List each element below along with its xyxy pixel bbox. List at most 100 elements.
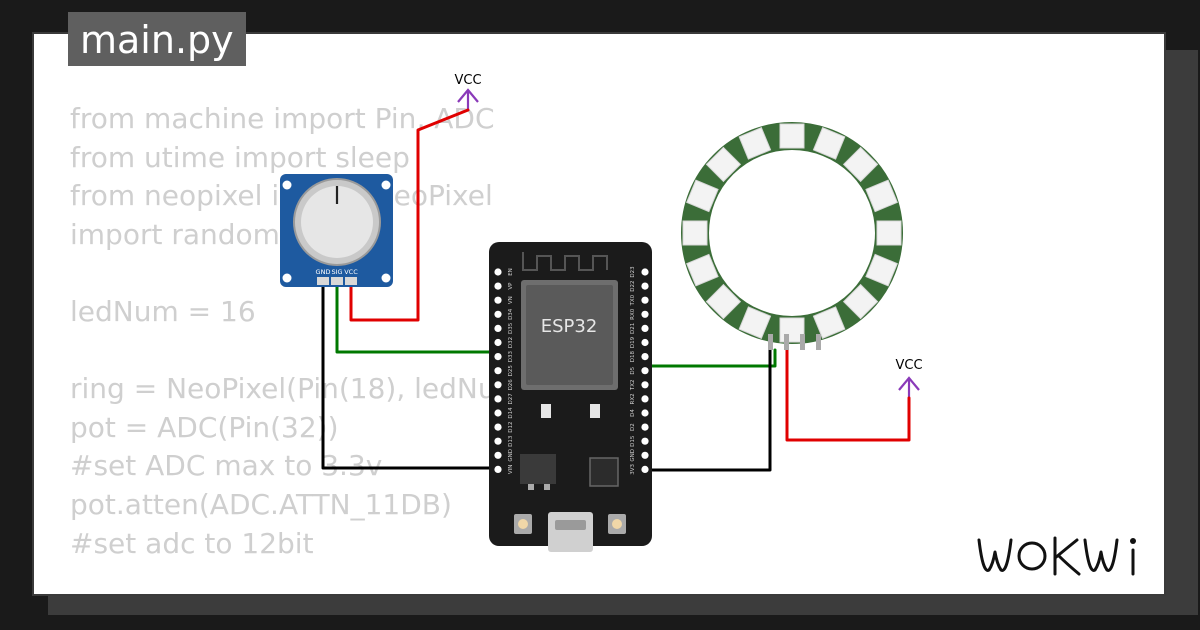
esp32-pin-hole[interactable] (641, 268, 649, 276)
esp32-pin-hole[interactable] (641, 282, 649, 290)
code-preview: from machine import Pin, ADC from utime i… (70, 100, 534, 563)
esp32-board[interactable]: ESP32 ENVPVND34D35D32D33D25D26D27D14D12D… (489, 242, 652, 552)
esp32-pin-label: D26 (508, 379, 514, 391)
esp32-pin-label: D4 (630, 409, 636, 417)
esp32-pin-hole[interactable] (494, 395, 502, 403)
esp32-pin-label: D13 (508, 435, 514, 447)
pot-pin-vcc: VCC (344, 268, 358, 276)
esp32-pin-label: D25 (508, 365, 514, 377)
ring-led-pixel (865, 253, 898, 287)
esp32-pin-hole[interactable] (494, 409, 502, 417)
ring-led-pixel (876, 220, 902, 246)
esp32-antenna (522, 252, 608, 271)
esp32-pin-hole[interactable] (641, 451, 649, 459)
esp32-pin-hole[interactable] (494, 296, 502, 304)
ring-led-group (682, 123, 902, 343)
esp32-pin-label: D14 (508, 407, 514, 419)
code-line: #set ADC max to 3.3v (70, 449, 383, 483)
wire-pot-vcc (349, 108, 470, 322)
esp32-pin-label: 3V3 (630, 464, 636, 475)
code-line: ledNum = 16 (70, 294, 256, 328)
esp32-pin-label: D34 (508, 308, 514, 320)
wokwi-logo[interactable] (975, 530, 1150, 580)
esp32-pin-hole[interactable] (494, 381, 502, 389)
esp32-pin-label: D19 (630, 336, 636, 348)
esp32-right-pin-header: D23D22TX0RX0D21D19D18D5TX2RX2D4D2D15GND3… (630, 266, 649, 475)
ring-led-pixel (812, 127, 846, 160)
esp32-pin-hole[interactable] (641, 296, 649, 304)
esp32-pin-hole[interactable] (494, 310, 502, 318)
ring-led-pixel (842, 146, 879, 183)
ring-led-pixel (686, 179, 719, 213)
esp32-left-pin-header: ENVPVND34D35D32D33D25D26D27D14D12D13GNDV… (494, 268, 514, 474)
esp32-pin-hole[interactable] (494, 465, 502, 473)
esp32-pin-hole[interactable] (641, 310, 649, 318)
code-line: pot.atten(ADC.ATTN_11DB) (70, 487, 452, 521)
esp32-pin-label: D32 (508, 337, 514, 348)
esp32-pin-hole[interactable] (641, 381, 649, 389)
vcc-symbol-ring: VCC (895, 358, 923, 398)
code-line: import random (70, 217, 280, 251)
esp32-pin-hole[interactable] (494, 451, 502, 459)
wire-pot-sig (335, 282, 500, 354)
esp32-pin-label: VN (508, 296, 514, 304)
esp32-pin-hole[interactable] (494, 353, 502, 361)
esp32-pin-hole[interactable] (641, 395, 649, 403)
esp32-pin-hole[interactable] (641, 353, 649, 361)
ring-led-pixel (705, 146, 742, 183)
esp32-pin-hole[interactable] (641, 338, 649, 347)
esp32-pin-label: EN (508, 268, 514, 276)
wire-ring-data (644, 348, 777, 368)
potentiometer[interactable]: GND SIG VCC (280, 174, 393, 287)
esp32-pin-hole[interactable] (641, 367, 649, 375)
vcc-symbol-pot: VCC (454, 73, 482, 110)
esp32-pin-hole[interactable] (641, 437, 649, 445)
esp32-pin-label: D35 (508, 322, 514, 334)
esp32-pin-label: D2 (630, 423, 636, 431)
esp32-pin-label: TX0 (630, 294, 636, 306)
ring-led-pixel (738, 127, 772, 160)
esp32-pin-hole[interactable] (494, 268, 502, 276)
esp32-pin-label: D22 (630, 280, 636, 291)
esp32-pin-label: RX0 (630, 308, 636, 320)
ring-led-pixel (812, 306, 846, 339)
esp32-pin-hole[interactable] (494, 338, 502, 347)
esp32-pin-hole[interactable] (641, 423, 649, 431)
neopixel-ring[interactable] (681, 122, 903, 350)
esp32-pin-label: VIN (508, 465, 514, 475)
esp32-pin-hole[interactable] (641, 465, 649, 473)
esp32-pin-label: D21 (630, 323, 636, 334)
ring-led-pixel (682, 220, 708, 246)
esp32-pin-hole[interactable] (494, 282, 502, 290)
ring-led-pixel (865, 179, 898, 213)
esp32-pin-label: VP (508, 282, 514, 290)
pot-pin-sig: SIG (331, 268, 342, 276)
wire-ring-vcc (785, 348, 911, 442)
esp32-pin-label: D5 (630, 366, 636, 374)
esp32-pin-label: D12 (508, 421, 514, 432)
wire-pot-gnd (321, 282, 500, 470)
ring-led-pixel (738, 306, 772, 339)
code-line: from utime import sleep (70, 140, 410, 174)
esp32-pin-hole[interactable] (641, 409, 649, 417)
file-tab[interactable]: main.py (68, 12, 246, 66)
esp32-pin-label: D23 (630, 266, 636, 278)
esp32-pin-hole[interactable] (494, 324, 502, 332)
esp32-pin-hole[interactable] (641, 324, 649, 332)
esp32-pin-hole[interactable] (494, 437, 502, 445)
esp32-pin-label: D18 (630, 350, 636, 362)
esp32-chip-label: ESP32 (541, 316, 598, 337)
code-line: pot = ADC(Pin(32)) (70, 410, 339, 444)
ring-led-pixel (705, 283, 742, 320)
ring-led-pixel (842, 283, 879, 320)
esp32-pin-label: TX2 (630, 379, 636, 391)
esp32-pin-label: D33 (508, 350, 514, 362)
esp32-pin-hole[interactable] (494, 423, 502, 431)
esp32-pin-hole[interactable] (494, 367, 502, 375)
esp32-pin-label: RX2 (630, 393, 636, 404)
ring-led-pixel (779, 123, 805, 149)
code-line: from machine import Pin, ADC (70, 102, 495, 135)
esp32-pin-label: D15 (630, 435, 636, 447)
usb-port (548, 512, 593, 552)
